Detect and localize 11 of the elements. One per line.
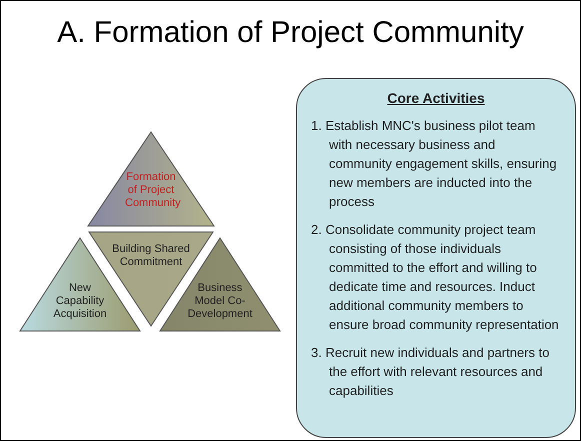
page-title: A. Formation of Project Community (56, 15, 525, 51)
segment-label: Building Shared Commitment (111, 243, 191, 269)
triangle-segment (87, 131, 215, 227)
list-item: 3. Recruit new individuals and partners to the effort with relevant resources and capabilities (311, 344, 550, 400)
segment-label: Formation of Project Community (124, 171, 182, 210)
list-item: 1. Establish MNC's business pilot team with necessary business and community engagement skills, ensuring new members are inducted into the process (311, 117, 558, 211)
panel-heading: Core Activities (386, 89, 486, 108)
activities-panel (296, 78, 576, 438)
segment-label: New Capability Acquisition (52, 282, 108, 321)
segment-label: Business Model Co-Development (186, 282, 254, 321)
list-item: 2. Consolidate community project team consisting of those individuals committed to the effort and willing to dedicate time and resources. Induct additional community members to ensure broad community representation (311, 221, 560, 334)
